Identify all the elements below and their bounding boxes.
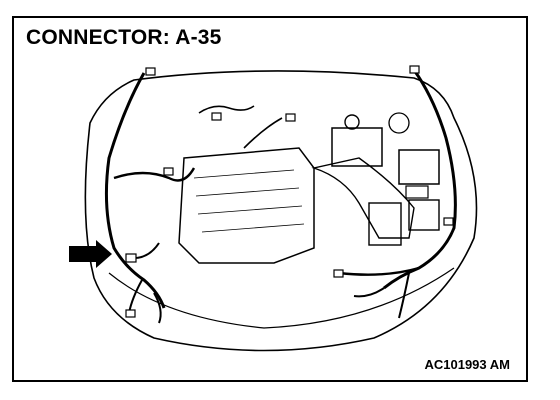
figure-id-label: AC101993 AM [424, 357, 510, 372]
harness-right-main [383, 69, 457, 290]
battery-terminal [405, 185, 429, 199]
connector-top-right [409, 65, 420, 74]
connector-right-mid [443, 217, 454, 226]
harness-left-branch-2 [133, 242, 160, 259]
connector-right-lower [333, 269, 344, 278]
connector-engine-top [211, 112, 222, 121]
harness-right-branch-2 [353, 272, 410, 319]
harness-left-main [104, 72, 166, 309]
arrow-right-icon [69, 240, 112, 268]
battery [398, 149, 440, 185]
component-block [368, 202, 402, 246]
connector-left-lower [125, 309, 136, 318]
relay-box [408, 199, 440, 231]
connector-left-upper [163, 167, 174, 176]
vehicle-body-outline [84, 70, 478, 352]
engine-block [178, 147, 315, 264]
air-cleaner-box [331, 127, 383, 167]
fluid-reservoir [388, 112, 410, 134]
connector-top-left [145, 67, 156, 76]
connector-engine-right [285, 113, 296, 122]
harness-top [198, 105, 283, 149]
engine-cover-detail [193, 169, 305, 233]
connector-a35 [125, 253, 137, 263]
connector-markers [125, 65, 454, 318]
reservoir-cap [344, 114, 360, 130]
engine-compartment-drawing [69, 65, 478, 352]
harness-right-branch-1 [338, 266, 420, 276]
intake-duct [311, 157, 415, 239]
diagram-frame: CONNECTOR: A-35 [12, 16, 528, 382]
connector-title: CONNECTOR: A-35 [26, 26, 222, 49]
harness-left-branch-1 [113, 167, 196, 182]
